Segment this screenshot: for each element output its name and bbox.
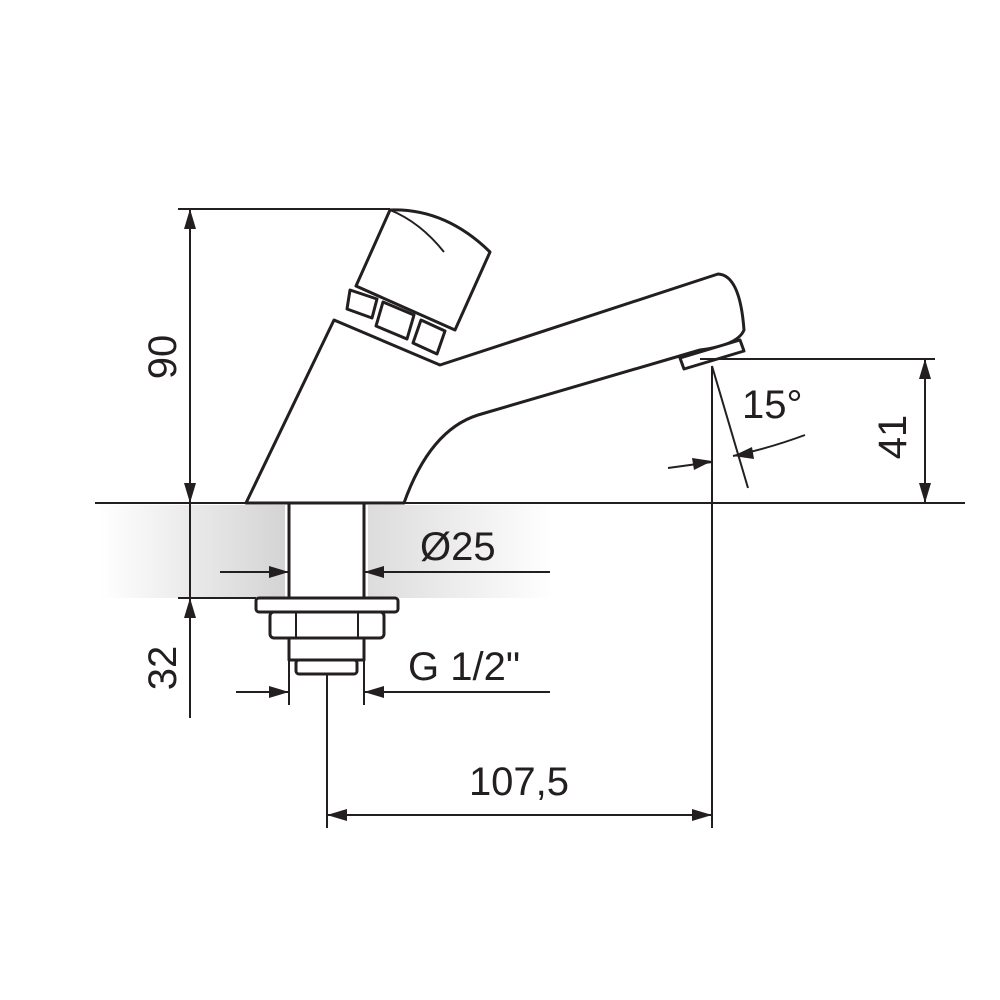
tap-body bbox=[244, 208, 746, 505]
button-base-tab-mid bbox=[374, 300, 416, 341]
arrow-41-top bbox=[919, 359, 931, 379]
label-thread: G 1/2" bbox=[408, 645, 520, 689]
arrow-41-bottom bbox=[919, 483, 931, 503]
mounting-surface bbox=[95, 502, 965, 598]
arrow-25-left bbox=[269, 566, 289, 578]
surface-shade-right bbox=[368, 505, 553, 598]
arrow-thread-right bbox=[364, 686, 384, 698]
label-mount-length: 32 bbox=[141, 646, 185, 691]
arrow-90-top bbox=[184, 209, 196, 229]
dimension-thread: G 1/2" bbox=[236, 645, 550, 705]
arrow-angle-right bbox=[733, 447, 754, 459]
shank bbox=[287, 501, 366, 600]
arrow-reach-left bbox=[327, 809, 347, 821]
dimension-body-diameter: Ø25 bbox=[220, 525, 550, 578]
push-button-cap bbox=[354, 208, 492, 332]
arrow-90-bottom bbox=[184, 483, 196, 503]
label-body-diameter: Ø25 bbox=[420, 525, 496, 569]
arrow-reach-right bbox=[692, 809, 712, 821]
surface-shade-left bbox=[100, 505, 285, 598]
mounting-shank bbox=[254, 501, 400, 676]
dimension-spout-height: 41 bbox=[700, 358, 935, 503]
thread-end bbox=[294, 658, 359, 676]
button-base-tab-left bbox=[345, 288, 379, 320]
dimension-spout-angle: 15° bbox=[667, 365, 806, 489]
aerator bbox=[678, 338, 746, 371]
label-spout-angle: 15° bbox=[742, 383, 803, 427]
arrow-32 bbox=[184, 598, 196, 618]
flange-washer bbox=[254, 596, 400, 614]
arrow-thread-left bbox=[269, 686, 289, 698]
dimension-mount-length: 32 bbox=[141, 503, 256, 718]
angle-ray bbox=[711, 365, 749, 489]
label-reach: 107,5 bbox=[469, 760, 569, 804]
label-height-total: 90 bbox=[141, 335, 185, 380]
dimension-reach: 107,5 bbox=[326, 366, 713, 828]
dimension-total-height: 90 bbox=[141, 208, 390, 503]
thread-tail bbox=[287, 636, 366, 662]
arrow-25-right bbox=[364, 566, 384, 578]
lock-nut bbox=[268, 610, 386, 640]
push-button-top-line bbox=[389, 209, 445, 253]
label-spout-height: 41 bbox=[871, 415, 915, 460]
arrow-angle-left bbox=[692, 458, 712, 470]
button-base-tab-right bbox=[411, 318, 447, 356]
